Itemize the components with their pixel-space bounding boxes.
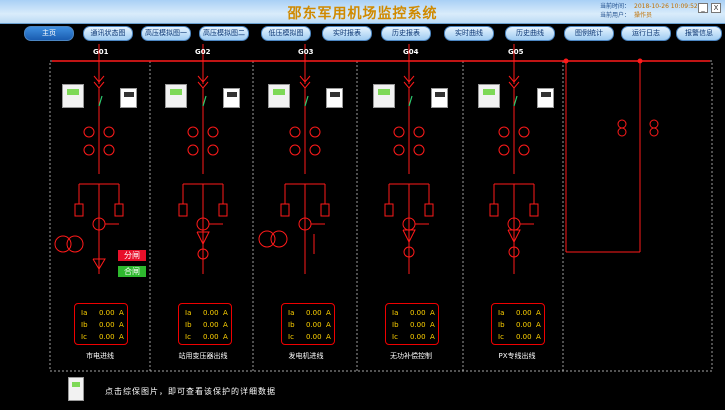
app-title: 邵东军用机场监控系统 [287,6,438,22]
hint-text: 点击综保图片，即可查看该保护的详细数据 [105,387,276,396]
g01-extra [54,235,106,270]
user-label: 当前用户： [600,12,631,19]
title-bar: 邵东军用机场监控系统 当前时间：2018-10-26 10:09:52 当前用户… [0,0,725,24]
feeder-name-g03: 发电机进线 [288,352,324,360]
nav-realtime-curve[interactable]: 实时曲线 [444,26,494,41]
feeder-code-g04: G04 [403,48,419,56]
protection-relay-g01[interactable] [62,84,84,108]
nav-comm-status[interactable]: 通讯状态图 [83,26,133,41]
nav-lv-diagram[interactable]: 低压模拟图 [261,26,311,41]
pt-riser [563,58,659,253]
feeder-name-g02: 站用变压器出线 [178,352,228,360]
bay-g02 [178,44,228,275]
time-value: 2018-10-26 10:09:52 [634,3,698,10]
feeder-name-g01: 市电进线 [86,352,114,360]
nav-realtime-report[interactable]: 实时报表 [322,26,372,41]
protection-relay-g03[interactable] [268,84,290,108]
time-label: 当前时间： [600,3,631,10]
nav-run-log[interactable]: 运行日志 [621,26,671,41]
feeder-name-g04: 无功补偿控制 [390,352,432,360]
power-meter-g05[interactable] [537,88,554,108]
diagram-frame [49,60,713,372]
nav-legend-stats[interactable]: 图例统计 [564,26,614,41]
minimize-button[interactable]: _ [698,3,708,13]
feeder-code-g03: G03 [298,48,314,56]
power-meter-g02[interactable] [223,88,240,108]
user-value: 操作员 [634,12,653,19]
feeder-name-g05: PX专线出线 [498,352,536,360]
feeder-code-g02: G02 [195,48,211,56]
nav-bar: 主页 通讯状态图 高压模拟图一 高压模拟图二 低压模拟图 实时报表 历史报表 实… [0,26,725,42]
session-info: 当前时间：2018-10-26 10:09:52 当前用户：操作员 [600,2,698,20]
g02-extra [196,231,210,260]
nav-hv-diagram-1[interactable]: 高压模拟图一 [141,26,191,41]
nav-history-report[interactable]: 历史报表 [381,26,431,41]
power-meter-g01[interactable] [120,88,137,108]
window-controls: _ X [698,3,721,13]
bay-g05 [489,44,539,275]
g04-extra [402,229,416,258]
protection-relay-g02[interactable] [165,84,187,108]
feeder-code-g01: G01 [93,48,109,56]
relay-legend-icon [68,377,84,401]
bay-g03 [280,44,330,275]
g03-extra [258,230,315,254]
feeder-code-g05: G05 [508,48,524,56]
protection-relay-g04[interactable] [373,84,395,108]
open-breaker-button[interactable]: 分闸 [118,250,146,261]
g05-extra [507,229,521,258]
nav-hv-diagram-2[interactable]: 高压模拟图二 [199,26,249,41]
single-line-diagram [49,44,713,372]
close-button[interactable]: X [711,3,721,13]
bay-g04 [384,44,434,275]
protection-relay-g05[interactable] [478,84,500,108]
close-breaker-button[interactable]: 合闸 [118,266,146,277]
nav-history-curve[interactable]: 历史曲线 [505,26,555,41]
nav-home[interactable]: 主页 [24,26,74,41]
power-meter-g03[interactable] [326,88,343,108]
nav-alarm-info[interactable]: 报警信息 [676,26,722,41]
power-meter-g04[interactable] [431,88,448,108]
